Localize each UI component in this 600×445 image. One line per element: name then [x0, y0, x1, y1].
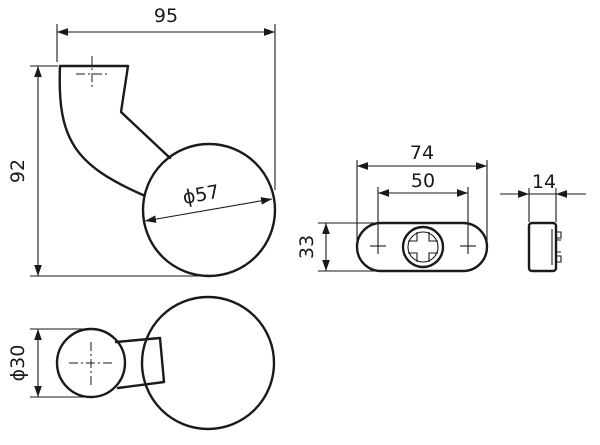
dimension-label-92: 92	[7, 159, 29, 183]
hub-outer	[401, 225, 445, 269]
base-side-outline	[527, 221, 558, 273]
dimension-label-74: 74	[410, 142, 434, 164]
dimension-label-14: 14	[532, 171, 556, 193]
hub-cross	[408, 232, 438, 262]
rosette-front-outline	[140, 295, 276, 431]
base-plate-view: 74 50 33	[296, 142, 489, 273]
dimension-label-d57: ϕ57	[181, 181, 221, 209]
dimension-line-d57	[144, 197, 273, 223]
arm-tip-outline	[55, 327, 127, 399]
dimension-label-33: 33	[296, 235, 318, 259]
front-view: ϕ30	[7, 295, 276, 431]
base-plate-outline	[355, 221, 489, 273]
side-view: 95 92 ϕ57	[7, 5, 277, 278]
arm-stub-outline	[114, 336, 166, 390]
dimension-label-d30: ϕ30	[7, 345, 29, 382]
hook-arm-outline	[58, 64, 172, 197]
base-side-clips	[551, 229, 562, 265]
base-side-view: 14	[500, 171, 586, 273]
hub-inner	[407, 231, 439, 263]
dimension-label-95: 95	[154, 5, 178, 27]
dimension-label-50: 50	[411, 170, 435, 192]
